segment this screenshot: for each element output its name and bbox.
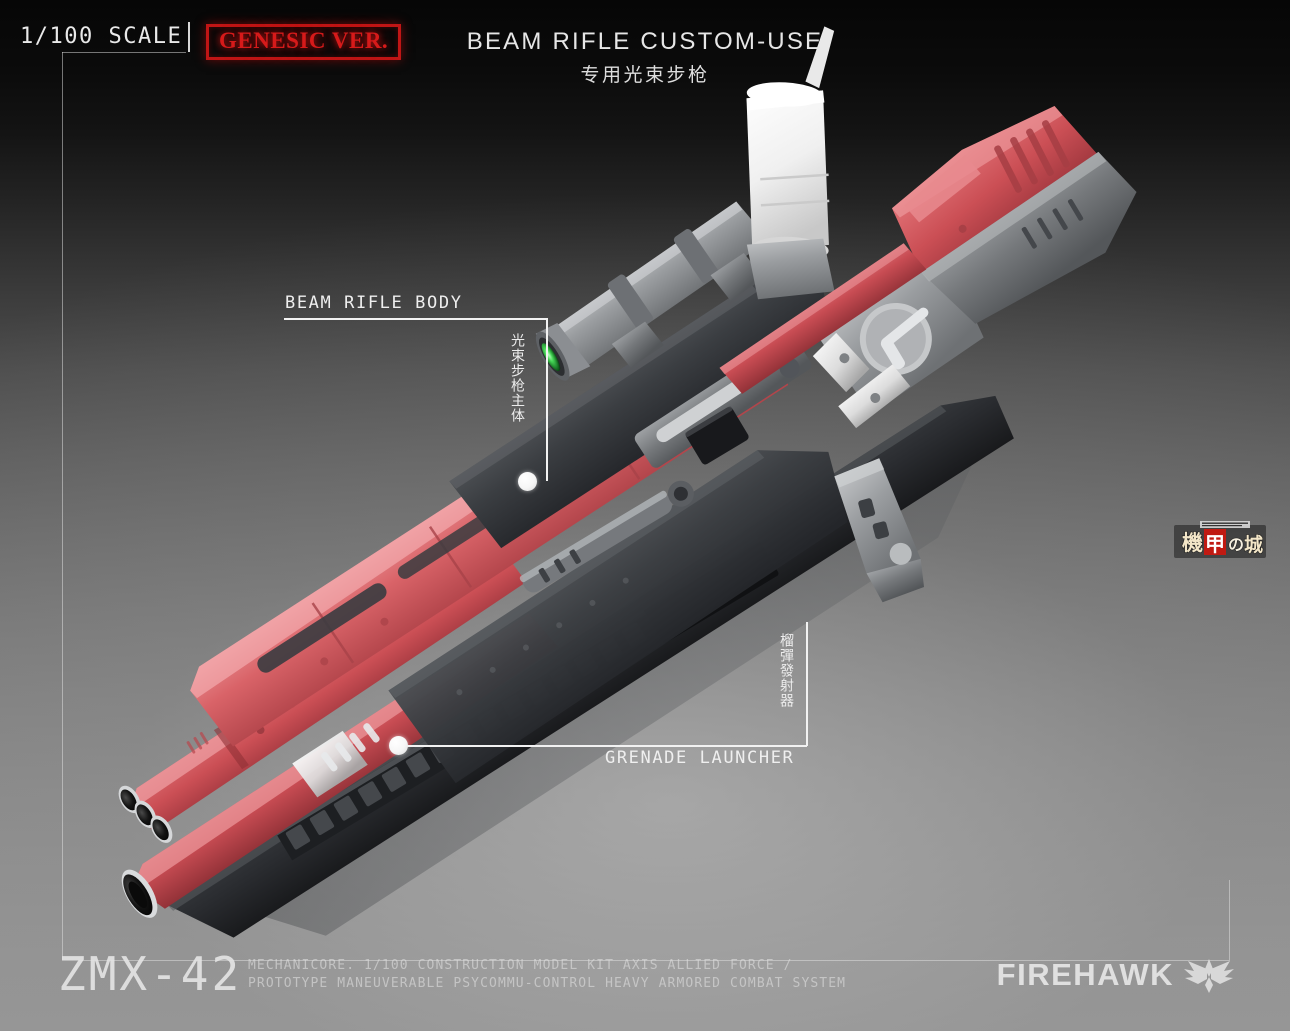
midbody-wedge: [388, 450, 848, 784]
scale-label: 1/100 SCALE: [20, 24, 183, 49]
model-description-line-1: MECHANICORE. 1/100 CONSTRUCTION MODEL KI…: [248, 958, 793, 973]
model-code: ZMX-42: [58, 947, 243, 1001]
callout-grenade-launcher-dot: [389, 736, 408, 755]
brand-name: FIREHAWK: [996, 957, 1174, 992]
callout-grenade-launcher-leader: [406, 745, 807, 747]
callout-grenade-launcher-label-cn: 榴彈發射器: [778, 633, 794, 708]
antenna-spike: [805, 26, 835, 89]
optical-scope: [535, 201, 769, 381]
sensor-box: [685, 407, 749, 465]
svg-text:の: の: [1228, 535, 1244, 554]
top-plate: [449, 283, 832, 549]
white-cylinder-attachment: [746, 26, 835, 300]
frame-right-edge: [1229, 880, 1230, 960]
header-divider: [188, 22, 190, 52]
callout-beam-rifle-body-label: BEAM RIFLE BODY: [285, 293, 463, 313]
callout-grenade-launcher-leader-up: [806, 622, 808, 746]
barrel-shroud-detail: [519, 480, 694, 593]
mecha-castle-logo: 機 甲 の 城: [1174, 521, 1266, 558]
svg-text:機: 機: [1182, 531, 1203, 555]
callout-grenade-launcher-label: GRENADE LAUNCHER: [605, 748, 795, 768]
model-description: MECHANICORE. 1/100 CONSTRUCTION MODEL KI…: [248, 957, 846, 993]
callout-beam-rifle-body-dot: [518, 472, 537, 491]
callout-beam-rifle-body-leader-top: [284, 318, 547, 320]
svg-text:城: 城: [1244, 533, 1263, 556]
version-badge: GENESIC VER.: [206, 24, 402, 60]
pistol-grip: [834, 458, 925, 603]
model-description-line-2: PROTOTYPE MANEUVERABLE PSYCOMMU-CONTROL …: [248, 976, 847, 991]
callout-beam-rifle-body-label-cn: 光束步枪主体: [509, 333, 525, 423]
frame-bottom-edge: [62, 960, 1230, 961]
hawk-wings-icon: [1184, 959, 1234, 993]
upper-red-tube: [719, 243, 927, 394]
brand-lockup: FIREHAWK: [997, 955, 1238, 995]
rear-stock: [891, 105, 1098, 273]
frame-top-edge: [62, 52, 186, 53]
svg-text:甲: 甲: [1205, 532, 1225, 556]
callout-beam-rifle-body-leader-down: [546, 318, 548, 481]
rear-underplate: [921, 151, 1137, 324]
frame-left-edge: [62, 52, 63, 960]
